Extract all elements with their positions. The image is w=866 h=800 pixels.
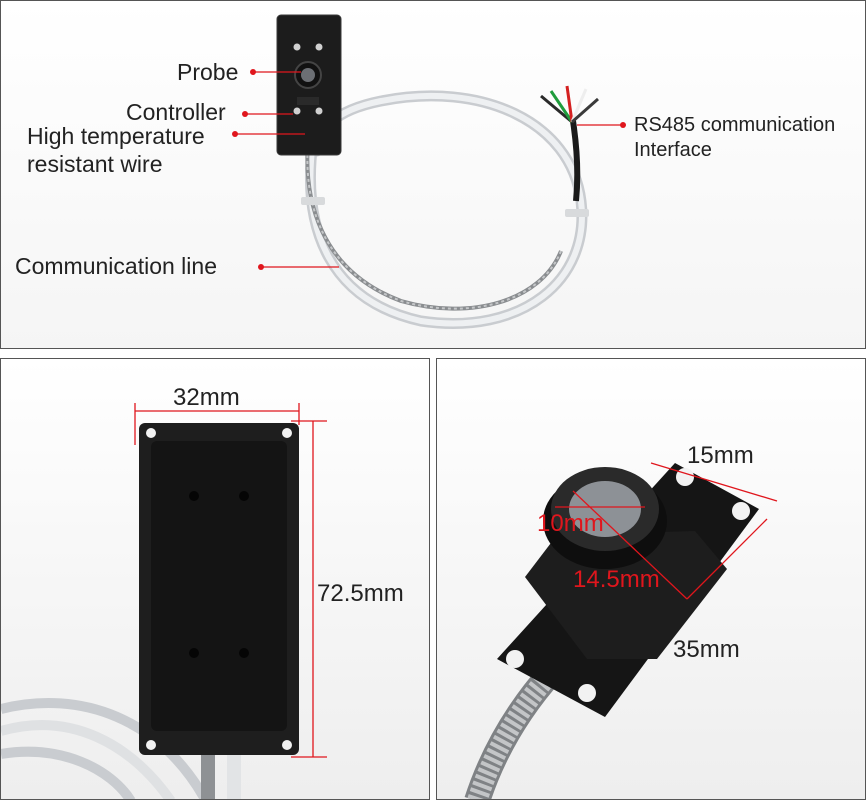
flange-width-label: 15mm (687, 442, 754, 469)
probe-dimension-panel: 15mm 10mm 14.5mm 35mm (436, 358, 866, 800)
front-view-illustration (1, 403, 327, 799)
wire-label-line2: resistant wire (27, 151, 163, 177)
communication-line-label: Communication line (15, 253, 217, 279)
width-dimension-label: 32mm (173, 384, 240, 411)
probe-label: Probe (177, 59, 239, 85)
product-overview-panel: Probe Controller High temperature resist… (0, 0, 866, 349)
lens-dimension-label: 10mm (537, 510, 604, 537)
wire-label-line1: High temperature (27, 123, 205, 149)
rs485-label-line2: Interface (634, 139, 712, 161)
probe-lens (569, 481, 641, 537)
controller-label: Controller (126, 99, 226, 125)
controller-body-front (151, 441, 287, 731)
rs485-label-line1: RS485 communication (634, 114, 836, 136)
probe-view-illustration (464, 462, 778, 799)
diameter-dimension-label: 14.5mm (573, 566, 660, 593)
length-dimension-label: 35mm (673, 636, 740, 663)
product-overview-illustration (232, 14, 626, 329)
height-dimension-label: 72.5mm (317, 580, 404, 607)
front-dimension-panel: 32mm 72.5mm (0, 358, 430, 800)
